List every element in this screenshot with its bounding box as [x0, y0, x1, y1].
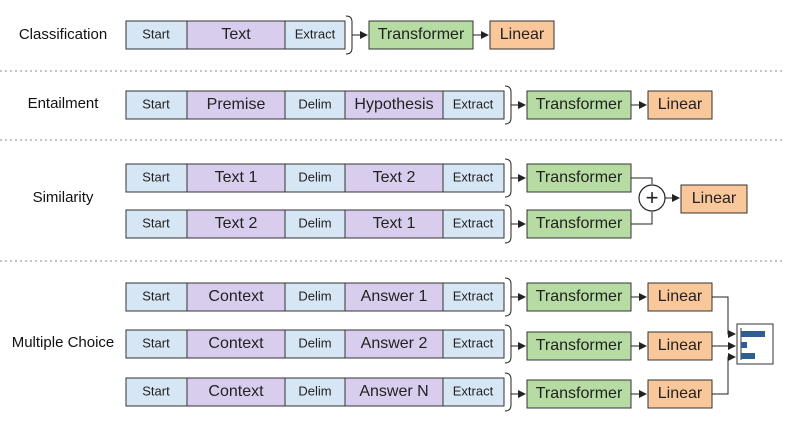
linear-block	[647, 90, 713, 120]
token-context	[186, 329, 286, 359]
linear-block	[647, 282, 713, 312]
token-extract	[442, 329, 505, 359]
token-text-1-label: Text 1	[373, 215, 416, 232]
token-context	[186, 377, 286, 407]
token-delim-label: Delim	[298, 215, 331, 230]
bracket	[504, 372, 512, 412]
token-context	[186, 282, 286, 312]
token-extract	[442, 90, 505, 120]
token-extract-label: Extract	[453, 335, 494, 350]
token-text	[186, 20, 286, 50]
token-start-label: Start	[142, 383, 170, 398]
token-delim-label: Delim	[298, 335, 331, 350]
transformer-label: Transformer	[536, 169, 623, 186]
token-delim	[284, 163, 346, 193]
token-answer-n-label: Answer N	[359, 383, 428, 400]
token-text-label: Text	[221, 26, 251, 43]
token-text-1-label: Text 1	[215, 169, 258, 186]
token-start-label: Start	[142, 335, 170, 350]
token-extract	[284, 20, 346, 50]
connector	[712, 296, 736, 338]
linear-label: Linear	[658, 337, 703, 354]
token-context-label: Context	[208, 288, 264, 305]
linear-label: Linear	[692, 190, 737, 207]
row-label-similarity: Similarity	[33, 189, 94, 206]
token-extract-label: Extract	[295, 26, 336, 41]
transformer-label: Transformer	[536, 215, 623, 232]
token-extract-label: Extract	[453, 215, 494, 230]
linear-label: Linear	[658, 96, 703, 113]
bracket	[504, 277, 512, 317]
bracket	[504, 204, 512, 244]
plus-sign: +	[646, 185, 659, 210]
token-start	[125, 90, 188, 120]
token-text-2-label: Text 2	[373, 169, 416, 186]
transformer-label: Transformer	[536, 96, 623, 113]
token-extract	[442, 163, 505, 193]
token-extract	[442, 282, 505, 312]
linear-label: Linear	[658, 288, 703, 305]
token-start	[125, 329, 188, 359]
bracket	[504, 324, 512, 364]
token-delim	[284, 377, 346, 407]
transformer-block	[526, 209, 632, 239]
transformer-block	[526, 163, 632, 193]
linear-block	[489, 20, 555, 50]
bracket	[504, 158, 512, 198]
row-label-classification: Classification	[19, 26, 107, 43]
row-label-multiple-choice: Multiple Choice	[12, 334, 115, 351]
token-start	[125, 163, 188, 193]
token-text-2	[344, 163, 444, 193]
token-extract-label: Extract	[453, 383, 494, 398]
linear-block	[680, 184, 748, 214]
token-extract-label: Extract	[453, 96, 494, 111]
bracket	[504, 85, 512, 125]
token-start-label: Start	[142, 26, 170, 41]
token-start	[125, 282, 188, 312]
token-context-label: Context	[208, 335, 264, 352]
transformer-block	[526, 90, 632, 120]
token-start-label: Start	[142, 96, 170, 111]
transformer-label: Transformer	[378, 26, 465, 43]
token-premise-label: Premise	[207, 96, 266, 113]
token-start-label: Start	[142, 215, 170, 230]
token-hypothesis	[344, 90, 444, 120]
token-delim-label: Delim	[298, 169, 331, 184]
token-extract-label: Extract	[453, 169, 494, 184]
transformer-label: Transformer	[536, 288, 623, 305]
connector	[712, 353, 736, 395]
token-answer-1-label: Answer 1	[361, 288, 428, 305]
bracket	[345, 15, 353, 55]
token-extract	[442, 377, 505, 407]
transformer-label: Transformer	[536, 337, 623, 354]
token-text-2-label: Text 2	[215, 215, 258, 232]
token-answer-2	[344, 329, 444, 359]
transformer-label: Transformer	[536, 385, 623, 402]
token-delim-label: Delim	[298, 96, 331, 111]
token-delim	[284, 329, 346, 359]
token-start-label: Start	[142, 288, 170, 303]
token-delim-label: Delim	[298, 288, 331, 303]
linear-label: Linear	[658, 385, 703, 402]
transformer-block	[526, 379, 632, 409]
token-start-label: Start	[142, 169, 170, 184]
token-delim	[284, 90, 346, 120]
token-delim-label: Delim	[298, 383, 331, 398]
linear-label: Linear	[500, 26, 545, 43]
token-context-label: Context	[208, 383, 264, 400]
token-hypothesis-label: Hypothesis	[354, 96, 433, 113]
token-answer-1	[344, 282, 444, 312]
row-label-entailment: Entailment	[28, 95, 100, 112]
token-extract	[442, 209, 505, 239]
token-answer-2-label: Answer 2	[361, 335, 428, 352]
bar-chart-icon	[736, 323, 774, 365]
token-answer-n	[344, 377, 444, 407]
token-extract-label: Extract	[453, 288, 494, 303]
transformer-block	[368, 20, 474, 50]
transformer-block	[526, 282, 632, 312]
connector	[631, 212, 653, 225]
connector	[631, 177, 653, 184]
